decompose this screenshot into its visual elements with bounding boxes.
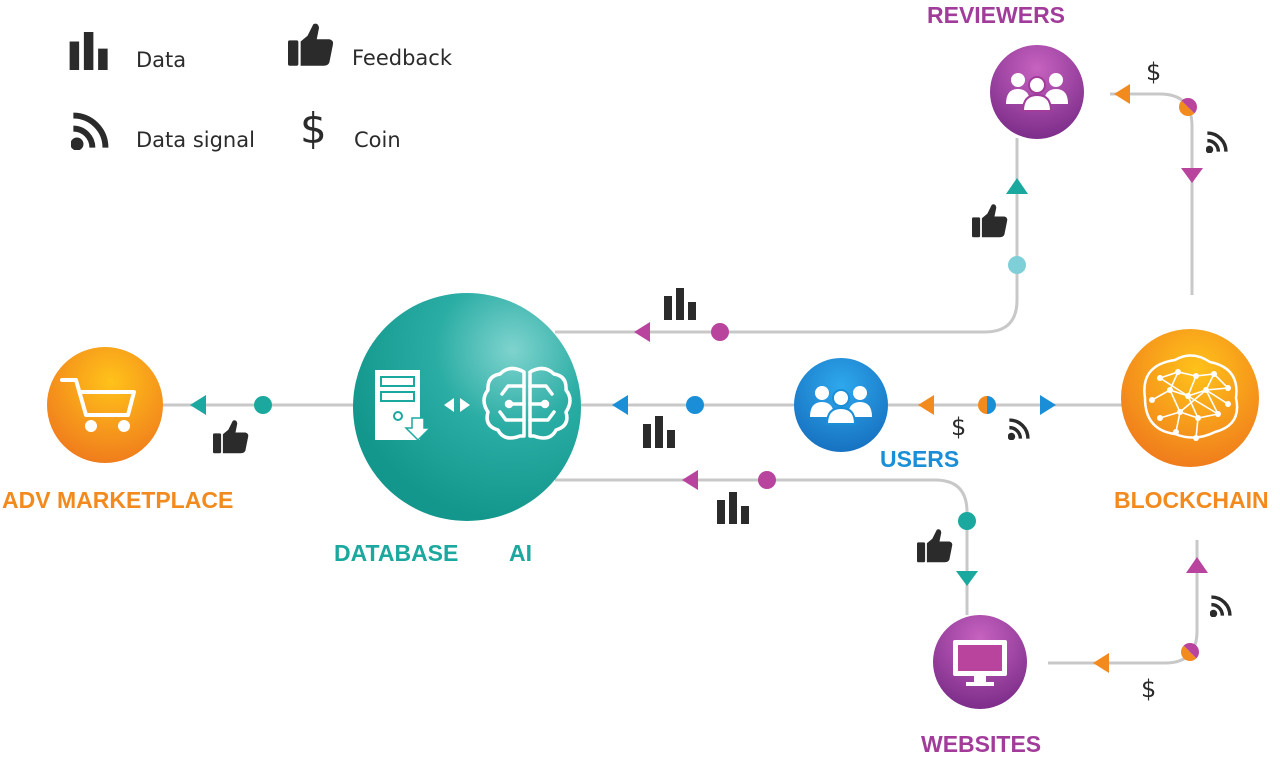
legend-label-feedback: Feedback (352, 46, 453, 70)
label-blockchain: BLOCKCHAIN (1114, 487, 1269, 513)
arrow-to-websites-orange (1093, 653, 1109, 673)
database-ai-node (353, 293, 581, 521)
dollar-icon: $ (300, 104, 327, 153)
server-icon (375, 370, 432, 442)
bar-chart-icon (717, 492, 749, 524)
bar-chart-icon (664, 288, 696, 320)
websites-node (933, 615, 1027, 709)
rss-icon (1008, 418, 1030, 440)
label-users: USERS (880, 446, 960, 472)
label-websites: WEBSITES (921, 731, 1042, 757)
rss-icon (1210, 595, 1232, 617)
connector-lines (160, 92, 1199, 665)
users-node (794, 358, 888, 452)
monitor-icon (953, 640, 1007, 686)
label-ai: AI (509, 540, 532, 566)
network-brain-icon (1143, 354, 1239, 441)
arrow-down-to-websites (956, 571, 978, 586)
reviewers-node (990, 45, 1084, 139)
legend-label-data-signal: Data signal (136, 128, 255, 152)
dollar-icon: $ (1146, 58, 1162, 86)
dollar-icon: $ (951, 413, 967, 441)
blockchain-node (1121, 329, 1259, 467)
shopping-cart-icon (60, 378, 136, 432)
rss-icon (71, 116, 105, 150)
bar-chart-icon (643, 416, 675, 448)
thumbs-up-icon (972, 204, 1008, 238)
bidirectional-arrow-icon (444, 398, 470, 412)
label-reviewers: REVIEWERS (927, 2, 1066, 28)
brain-icon (482, 366, 572, 440)
connector-dots (254, 256, 1026, 530)
legend-label-data: Data (136, 48, 187, 72)
arrow-up-to-reviewers (1006, 178, 1028, 194)
dollar-icon: $ (1141, 675, 1157, 703)
label-database: DATABASE (334, 540, 459, 566)
adv-marketplace-node (47, 347, 163, 463)
people-icon (1006, 73, 1068, 112)
arrow-users-to-ai (612, 395, 628, 415)
split-dots (978, 98, 1199, 661)
thumbs-up-icon (288, 23, 334, 66)
legend-label-coin: Coin (354, 128, 401, 152)
people-icon (810, 386, 872, 425)
arrow-to-users-orange (918, 395, 934, 415)
label-adv-marketplace: ADV MARKETPLACE (2, 487, 234, 513)
thumbs-up-icon (213, 420, 249, 454)
arrow-websites-to-ai (682, 470, 698, 490)
rss-icon (1206, 131, 1228, 153)
bar-chart-icon (69, 32, 108, 70)
arrow-down-to-blockchain (1181, 168, 1203, 183)
thumbs-up-icon (917, 529, 953, 563)
arrow-up-from-websites (1186, 557, 1208, 573)
arrow-reviewers-to-ai (634, 322, 650, 342)
arrow-to-blockchain (1040, 395, 1056, 415)
arrowheads (190, 84, 1208, 673)
arrow-to-reviewers-orange (1114, 84, 1130, 104)
arrow-to-marketplace (190, 395, 206, 415)
